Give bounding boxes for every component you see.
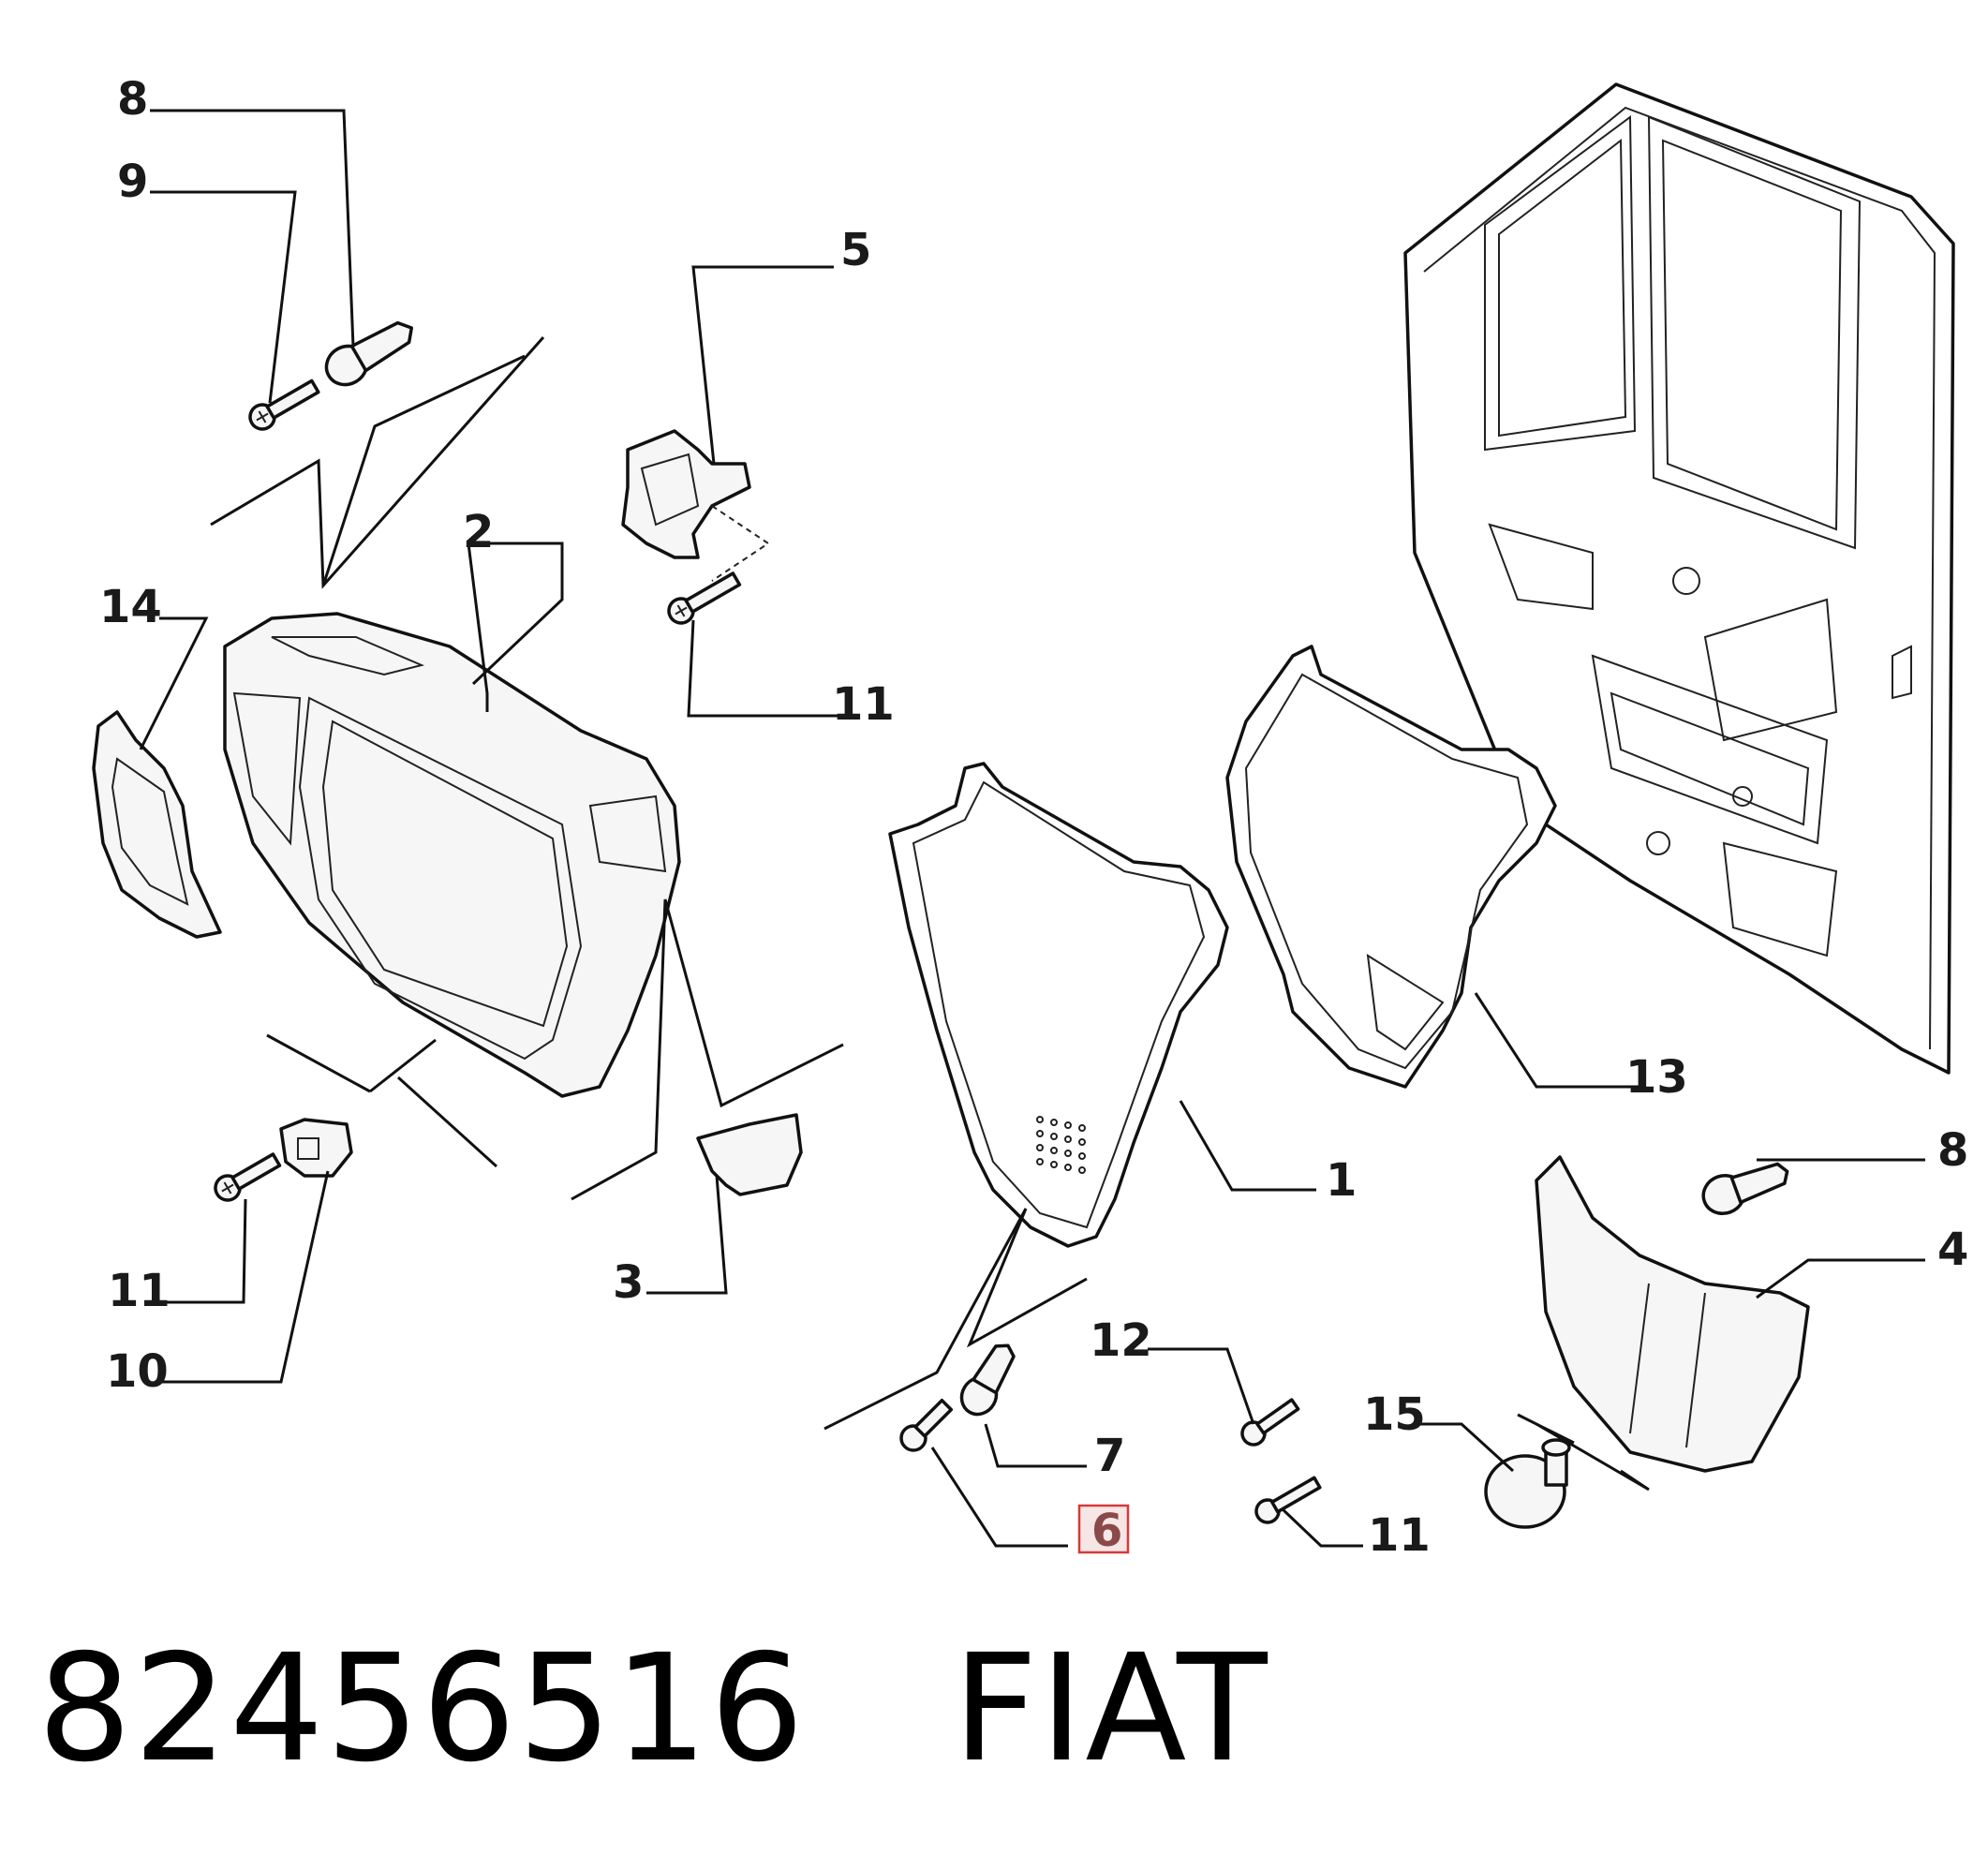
callout-1[interactable]: 1 (1326, 1154, 1357, 1207)
callout-15[interactable]: 15 (1363, 1388, 1426, 1441)
assembly-lines (210, 336, 1650, 1492)
highlight-box-6 (1077, 1504, 1130, 1554)
part-caption: 82456516 FIAT (37, 1635, 1269, 1783)
callout-9[interactable]: 9 (117, 156, 148, 208)
part-10-clip (279, 1118, 353, 1178)
callout-10[interactable]: 10 (106, 1345, 169, 1398)
callout-3[interactable]: 3 (613, 1256, 644, 1309)
callout-11-mid[interactable]: 11 (832, 678, 895, 731)
callout-2[interactable]: 2 (463, 506, 494, 558)
callout-8-top[interactable]: 8 (117, 73, 148, 126)
leader-lines (139, 109, 1925, 1548)
callout-5[interactable]: 5 (840, 224, 871, 276)
brand-name: FIAT (952, 1623, 1269, 1795)
callout-13[interactable]: 13 (1625, 1051, 1688, 1104)
part-14-speaker-grille (92, 710, 222, 939)
part-15-plug (1484, 1438, 1571, 1529)
fasteners (214, 320, 1789, 1524)
callout-12[interactable]: 12 (1090, 1314, 1152, 1367)
callout-11-left[interactable]: 11 (108, 1265, 171, 1317)
door-frame (1403, 82, 1955, 1075)
part-1-seal (888, 762, 1229, 1248)
part-number: 82456516 (37, 1623, 807, 1795)
callout-4[interactable]: 4 (1937, 1224, 1968, 1276)
callout-7[interactable]: 7 (1094, 1430, 1125, 1482)
callout-labels: 8 9 5 2 14 11 11 10 3 13 1 8 4 12 15 7 6… (99, 73, 1968, 1562)
part-3-cover (696, 1113, 803, 1196)
callout-11-bottom[interactable]: 11 (1368, 1509, 1431, 1562)
callout-6-highlighted[interactable]: 6 (1091, 1505, 1122, 1557)
callout-8-right[interactable]: 8 (1937, 1124, 1968, 1177)
part-5-bracket (621, 429, 770, 582)
part-2-door-trim (223, 612, 681, 1098)
part-4-pocket (1535, 1155, 1810, 1473)
callout-14[interactable]: 14 (99, 581, 162, 633)
part-13-seal (1225, 645, 1557, 1089)
